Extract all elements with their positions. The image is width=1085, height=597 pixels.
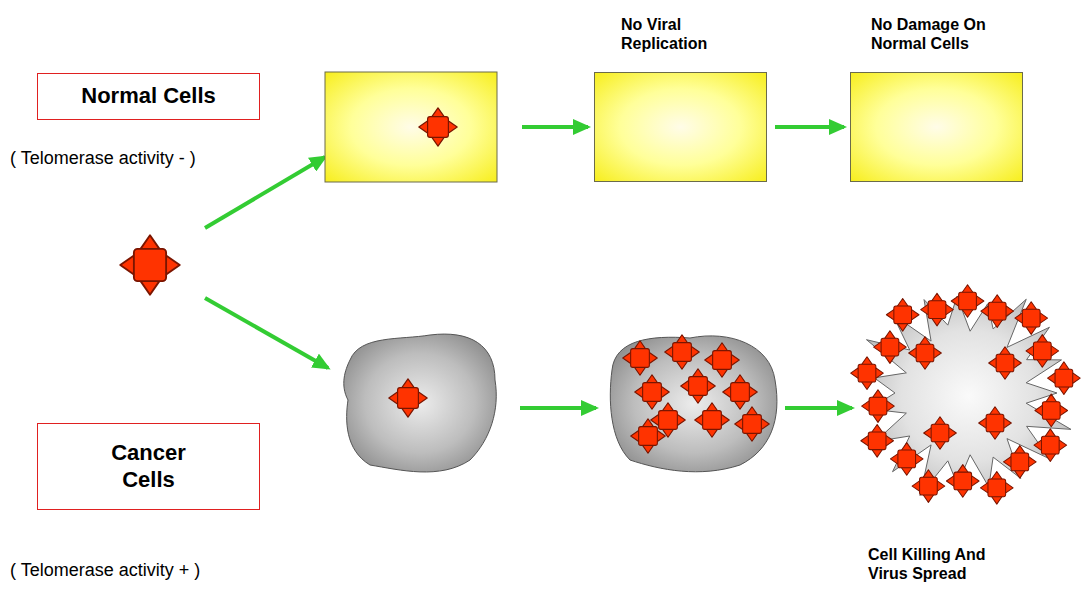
- normal-cell: No Damage On Normal Cells: [850, 72, 1023, 182]
- box-label: Cancer Cells: [94, 440, 204, 493]
- cell-type-box: Normal Cells: [37, 73, 260, 120]
- burst-cancer-cell: Cell Killing And Virus Spread: [845, 283, 1083, 513]
- virus-particle: [851, 357, 884, 390]
- virus-particle: [1004, 446, 1037, 479]
- virus-particle: [886, 298, 919, 331]
- flow-arrow: [785, 406, 852, 410]
- normal-cell: [325, 72, 497, 182]
- virus-particle: [1026, 335, 1059, 368]
- flow-arrow: [205, 298, 328, 368]
- released-viruses: [851, 285, 1081, 504]
- cell-type-box: Cancer Cells: [37, 423, 260, 510]
- virus-particle: [1034, 429, 1067, 462]
- virus-particle: [981, 295, 1014, 328]
- virus-particle: [951, 285, 984, 318]
- flow-arrow: [522, 125, 588, 129]
- flow-arrow: [520, 406, 596, 410]
- virus-particle: [979, 407, 1012, 440]
- virus-particle: [1048, 362, 1081, 395]
- flow-arrow: [775, 125, 844, 129]
- virus-particle: [862, 390, 895, 423]
- virus-particle: [924, 417, 957, 450]
- virus-cluster: [623, 335, 770, 454]
- virus-particle: [909, 337, 942, 370]
- virus-particle: [1035, 394, 1068, 427]
- virus-particle: [921, 293, 954, 326]
- flow-arrow: [205, 157, 325, 228]
- virus-particle: [989, 347, 1022, 380]
- virus-particle: [874, 331, 907, 364]
- burst-cell-body: [866, 296, 1070, 495]
- normal-cell: No Viral Replication: [594, 72, 767, 182]
- virus-particle: [389, 379, 427, 417]
- burst-cell-outline: [845, 283, 1083, 513]
- telomerase-note: ( Telomerase activity - ): [10, 148, 196, 169]
- virus-particle: [861, 424, 894, 457]
- box-label: Normal Cells: [54, 83, 244, 109]
- virus-particle: [890, 443, 923, 476]
- virus-particle: [980, 471, 1013, 504]
- cancer-cell: [344, 334, 496, 472]
- virus-particle: [946, 465, 979, 498]
- telomerase-note: ( Telomerase activity + ): [10, 560, 200, 581]
- cell-caption: Cell Killing And Virus Spread: [868, 545, 1018, 583]
- virus-particle: [120, 235, 180, 295]
- virus-particle: [1015, 302, 1048, 335]
- virus-particle: [419, 108, 457, 146]
- virus-particle: [912, 470, 945, 503]
- cell-caption: No Damage On Normal Cells: [871, 15, 1031, 53]
- cell-caption: No Viral Replication: [621, 15, 771, 53]
